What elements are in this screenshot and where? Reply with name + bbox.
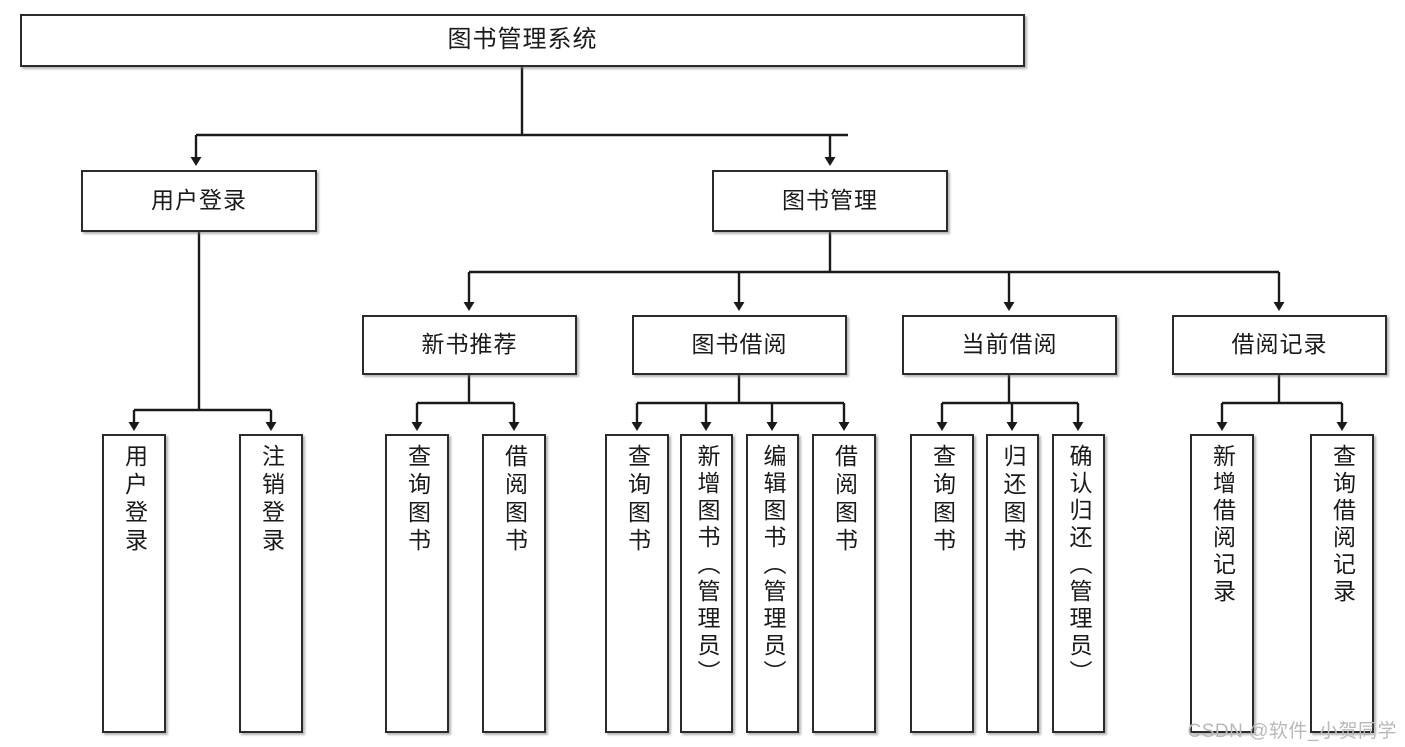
leaf-borrow-book-newbook[interactable]: 借阅图书 bbox=[482, 434, 546, 733]
leaf-edit-book-admin[interactable]: 编辑图书（管理员） bbox=[746, 434, 799, 733]
leaf-label: 用户登录 bbox=[121, 444, 148, 556]
leaf-user-login[interactable]: 用户登录 bbox=[102, 434, 166, 733]
node-root-system[interactable]: 图书管理系统 bbox=[20, 14, 1025, 67]
node-label: 用户登录 bbox=[151, 187, 247, 214]
node-user-login[interactable]: 用户登录 bbox=[81, 170, 317, 232]
leaf-label: 归还图书 bbox=[1000, 444, 1026, 556]
node-label: 图书借阅 bbox=[691, 331, 788, 358]
leaf-label: 注销登录 bbox=[258, 444, 285, 556]
leaf-add-borrow-record[interactable]: 新增借阅记录 bbox=[1190, 434, 1254, 733]
node-book-management[interactable]: 图书管理 bbox=[712, 170, 948, 232]
leaf-label: 借阅图书 bbox=[831, 444, 858, 556]
leaf-label: 查询借阅记录 bbox=[1329, 444, 1356, 606]
node-label: 当前借阅 bbox=[961, 331, 1058, 358]
leaf-label: 查询图书 bbox=[624, 444, 651, 556]
node-borrow-record[interactable]: 借阅记录 bbox=[1172, 315, 1387, 375]
node-current-borrow[interactable]: 当前借阅 bbox=[902, 315, 1117, 375]
leaf-label: 查询图书 bbox=[929, 444, 956, 556]
leaf-return-book[interactable]: 归还图书 bbox=[986, 434, 1039, 733]
leaf-query-book-borrow[interactable]: 查询图书 bbox=[605, 434, 669, 733]
node-label: 图书管理系统 bbox=[447, 26, 598, 54]
leaf-borrow-book[interactable]: 借阅图书 bbox=[812, 434, 876, 733]
leaf-label: 新增借阅记录 bbox=[1209, 444, 1236, 606]
leaf-query-borrow-record[interactable]: 查询借阅记录 bbox=[1310, 434, 1374, 733]
leaf-label: 查询图书 bbox=[404, 444, 431, 556]
leaf-label: 编辑图书（管理员） bbox=[760, 444, 786, 687]
node-label: 借阅记录 bbox=[1231, 331, 1328, 358]
node-new-book-recommend[interactable]: 新书推荐 bbox=[362, 315, 577, 375]
node-book-borrow[interactable]: 图书借阅 bbox=[632, 315, 847, 375]
node-label: 新书推荐 bbox=[421, 331, 518, 358]
node-label: 图书管理 bbox=[782, 187, 878, 214]
leaf-confirm-return-admin[interactable]: 确认归还（管理员） bbox=[1052, 434, 1105, 733]
leaf-query-book-current[interactable]: 查询图书 bbox=[910, 434, 974, 733]
leaf-label: 新增图书（管理员） bbox=[694, 444, 720, 687]
leaf-logout[interactable]: 注销登录 bbox=[239, 434, 303, 733]
leaf-label: 确认归还（管理员） bbox=[1066, 444, 1092, 687]
leaf-query-book-newbook[interactable]: 查询图书 bbox=[385, 434, 449, 733]
leaf-add-book-admin[interactable]: 新增图书（管理员） bbox=[680, 434, 733, 733]
leaf-label: 借阅图书 bbox=[501, 444, 528, 556]
watermark-text: CSDN @软件_小贺同学 bbox=[1187, 721, 1397, 742]
